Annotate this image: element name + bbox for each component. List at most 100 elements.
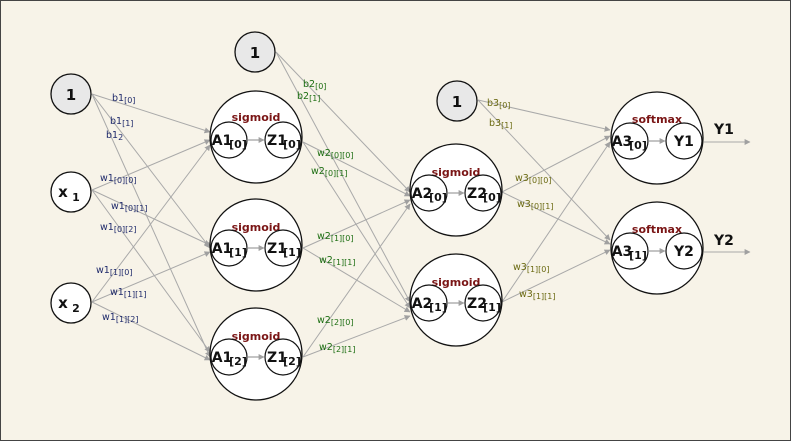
neuron-a-label: A1 <box>212 350 233 366</box>
neuron-z-label: Z2 <box>467 186 487 202</box>
layer2-activation-label: sigmoid <box>432 276 481 289</box>
edge-w1-11 <box>91 251 211 303</box>
neuron-y-label: Y2 <box>673 244 694 260</box>
edge-w3-00 <box>501 135 611 193</box>
output-y1-label: Y1 <box>713 122 734 138</box>
layer1-neuron-0: sigmoid A1 [0] Z1 [0] <box>209 90 303 184</box>
layer3-activation-label: softmax <box>632 223 682 236</box>
edge-b3-0 <box>477 99 611 132</box>
input-x1-node: x 1 <box>50 171 92 213</box>
neuron-y-label: Y1 <box>673 134 694 150</box>
label-b1-1: b1[1] <box>110 116 133 128</box>
neuron-z-index: [2] <box>283 355 301 368</box>
label-w2-11: w2[1][1] <box>319 255 356 267</box>
edges-layer1 <box>91 93 211 361</box>
layer2-neuron-0: sigmoid A2 [0] Z2 [0] <box>409 143 503 237</box>
neuron-a-label: A2 <box>412 186 433 202</box>
input-x2-label: x <box>58 294 68 312</box>
neuron-a-label: A3 <box>612 244 633 260</box>
edge-w1-02 <box>91 189 211 353</box>
edge-w2-21 <box>302 315 411 358</box>
layer1-neuron-1: sigmoid A1 [1] Z1 [1] <box>209 198 303 292</box>
label-w3-01: w3[0][1] <box>517 199 554 211</box>
edge-w2-10 <box>302 199 411 249</box>
edge-w2-00 <box>302 141 411 197</box>
edge-b2-0 <box>275 51 411 193</box>
label-w2-21: w2[2][1] <box>319 342 356 354</box>
neuron-a-label: A3 <box>612 134 633 150</box>
layer2-neuron-1: sigmoid A2 [1] Z2 [1] <box>409 253 503 347</box>
layer3-neuron-0: softmax A3 [0] Y1 <box>610 91 704 185</box>
label-b2-0: b2[0] <box>303 79 326 91</box>
layer2-bias-node: 1 <box>234 31 276 73</box>
neuron-a-label: A1 <box>212 133 233 149</box>
edge-w2-01 <box>302 141 411 309</box>
edge-w3-10 <box>501 141 611 303</box>
edge-b1-2 <box>91 93 211 358</box>
neuron-a-index: [1] <box>229 246 247 259</box>
neuron-z-index: [1] <box>483 301 501 314</box>
edge-b2-1 <box>275 51 411 303</box>
label-w1-02: w1[0][2] <box>100 222 137 234</box>
label-b3-0: b3[0] <box>487 98 510 110</box>
input-x2-node: x 2 <box>50 282 92 324</box>
layer2-bias-label: 1 <box>250 44 260 62</box>
label-b3-1: b3[1] <box>489 118 512 130</box>
layer2-activation-label: sigmoid <box>432 166 481 179</box>
neuron-a-index: [0] <box>629 139 647 152</box>
label-w3-00: w3[0][0] <box>515 173 552 185</box>
layer3-bias-label: 1 <box>452 93 462 111</box>
neuron-z-index: [1] <box>283 246 301 259</box>
neuron-z-label: Z2 <box>467 296 487 312</box>
layer3-neuron-1: softmax A3 [1] Y2 <box>610 201 704 295</box>
input-x1-subscript: 1 <box>72 191 80 204</box>
neuron-a-index: [0] <box>429 191 447 204</box>
layer1-neuron-2: sigmoid A1 [2] Z1 [2] <box>209 307 303 401</box>
neuron-a-label: A2 <box>412 296 433 312</box>
neuron-a-index: [1] <box>629 249 647 262</box>
neuron-a-index: [0] <box>229 138 247 151</box>
edges-layer2 <box>275 51 411 358</box>
layer1-activation-label: sigmoid <box>232 221 281 234</box>
neuron-a-label: A1 <box>212 241 233 257</box>
label-b1-0: b1[0] <box>112 93 135 105</box>
neuron-z-label: Z1 <box>267 350 287 366</box>
input-bias-label: 1 <box>66 86 76 104</box>
layer3-activation-label: softmax <box>632 113 682 126</box>
neuron-a-index: [1] <box>429 301 447 314</box>
label-w1-11: w1[1][1] <box>110 287 147 299</box>
input-x2-subscript: 2 <box>72 302 80 315</box>
label-b1-2: b12 <box>106 130 123 142</box>
label-w2-20: w2[2][0] <box>317 315 354 327</box>
layer1-activation-label: sigmoid <box>232 111 281 124</box>
edges-layer3 <box>477 99 611 303</box>
label-w3-10: w3[1][0] <box>513 262 550 274</box>
label-w1-01: w1[0][1] <box>111 201 148 213</box>
input-bias-node: 1 <box>50 73 92 115</box>
edge-w2-20 <box>302 203 411 358</box>
neuron-z-label: Z1 <box>267 133 287 149</box>
weight-labels-layer3: b3[0] b3[1] w3[0][0] w3[0][1] w3[1][0] w… <box>487 98 556 301</box>
layer3-bias-node: 1 <box>436 80 478 122</box>
edge-w1-10 <box>91 144 211 303</box>
weight-labels-layer2: b2[0] b2[1] w2[0][0] w2[0][1] w2[1][0] w… <box>297 79 356 354</box>
input-x1-label: x <box>58 183 68 201</box>
label-w1-10: w1[1][0] <box>96 265 133 277</box>
label-w2-01: w2[0][1] <box>311 166 348 178</box>
edge-w1-01 <box>91 189 211 246</box>
neuron-z-label: Z1 <box>267 241 287 257</box>
label-w1-00: w1[0][0] <box>100 173 137 185</box>
edge-b1-1 <box>91 93 211 249</box>
edge-w3-01 <box>501 191 611 245</box>
edge-b1-0 <box>91 93 211 134</box>
edge-w1-00 <box>91 139 211 191</box>
edge-w3-11 <box>501 249 611 303</box>
edge-w1-12 <box>91 301 211 361</box>
label-w2-10: w2[1][0] <box>317 231 354 243</box>
neuron-z-index: [0] <box>483 191 501 204</box>
label-b2-1: b2[1] <box>297 91 320 103</box>
label-w2-00: w2[0][0] <box>317 148 354 160</box>
neuron-a-index: [2] <box>229 355 247 368</box>
